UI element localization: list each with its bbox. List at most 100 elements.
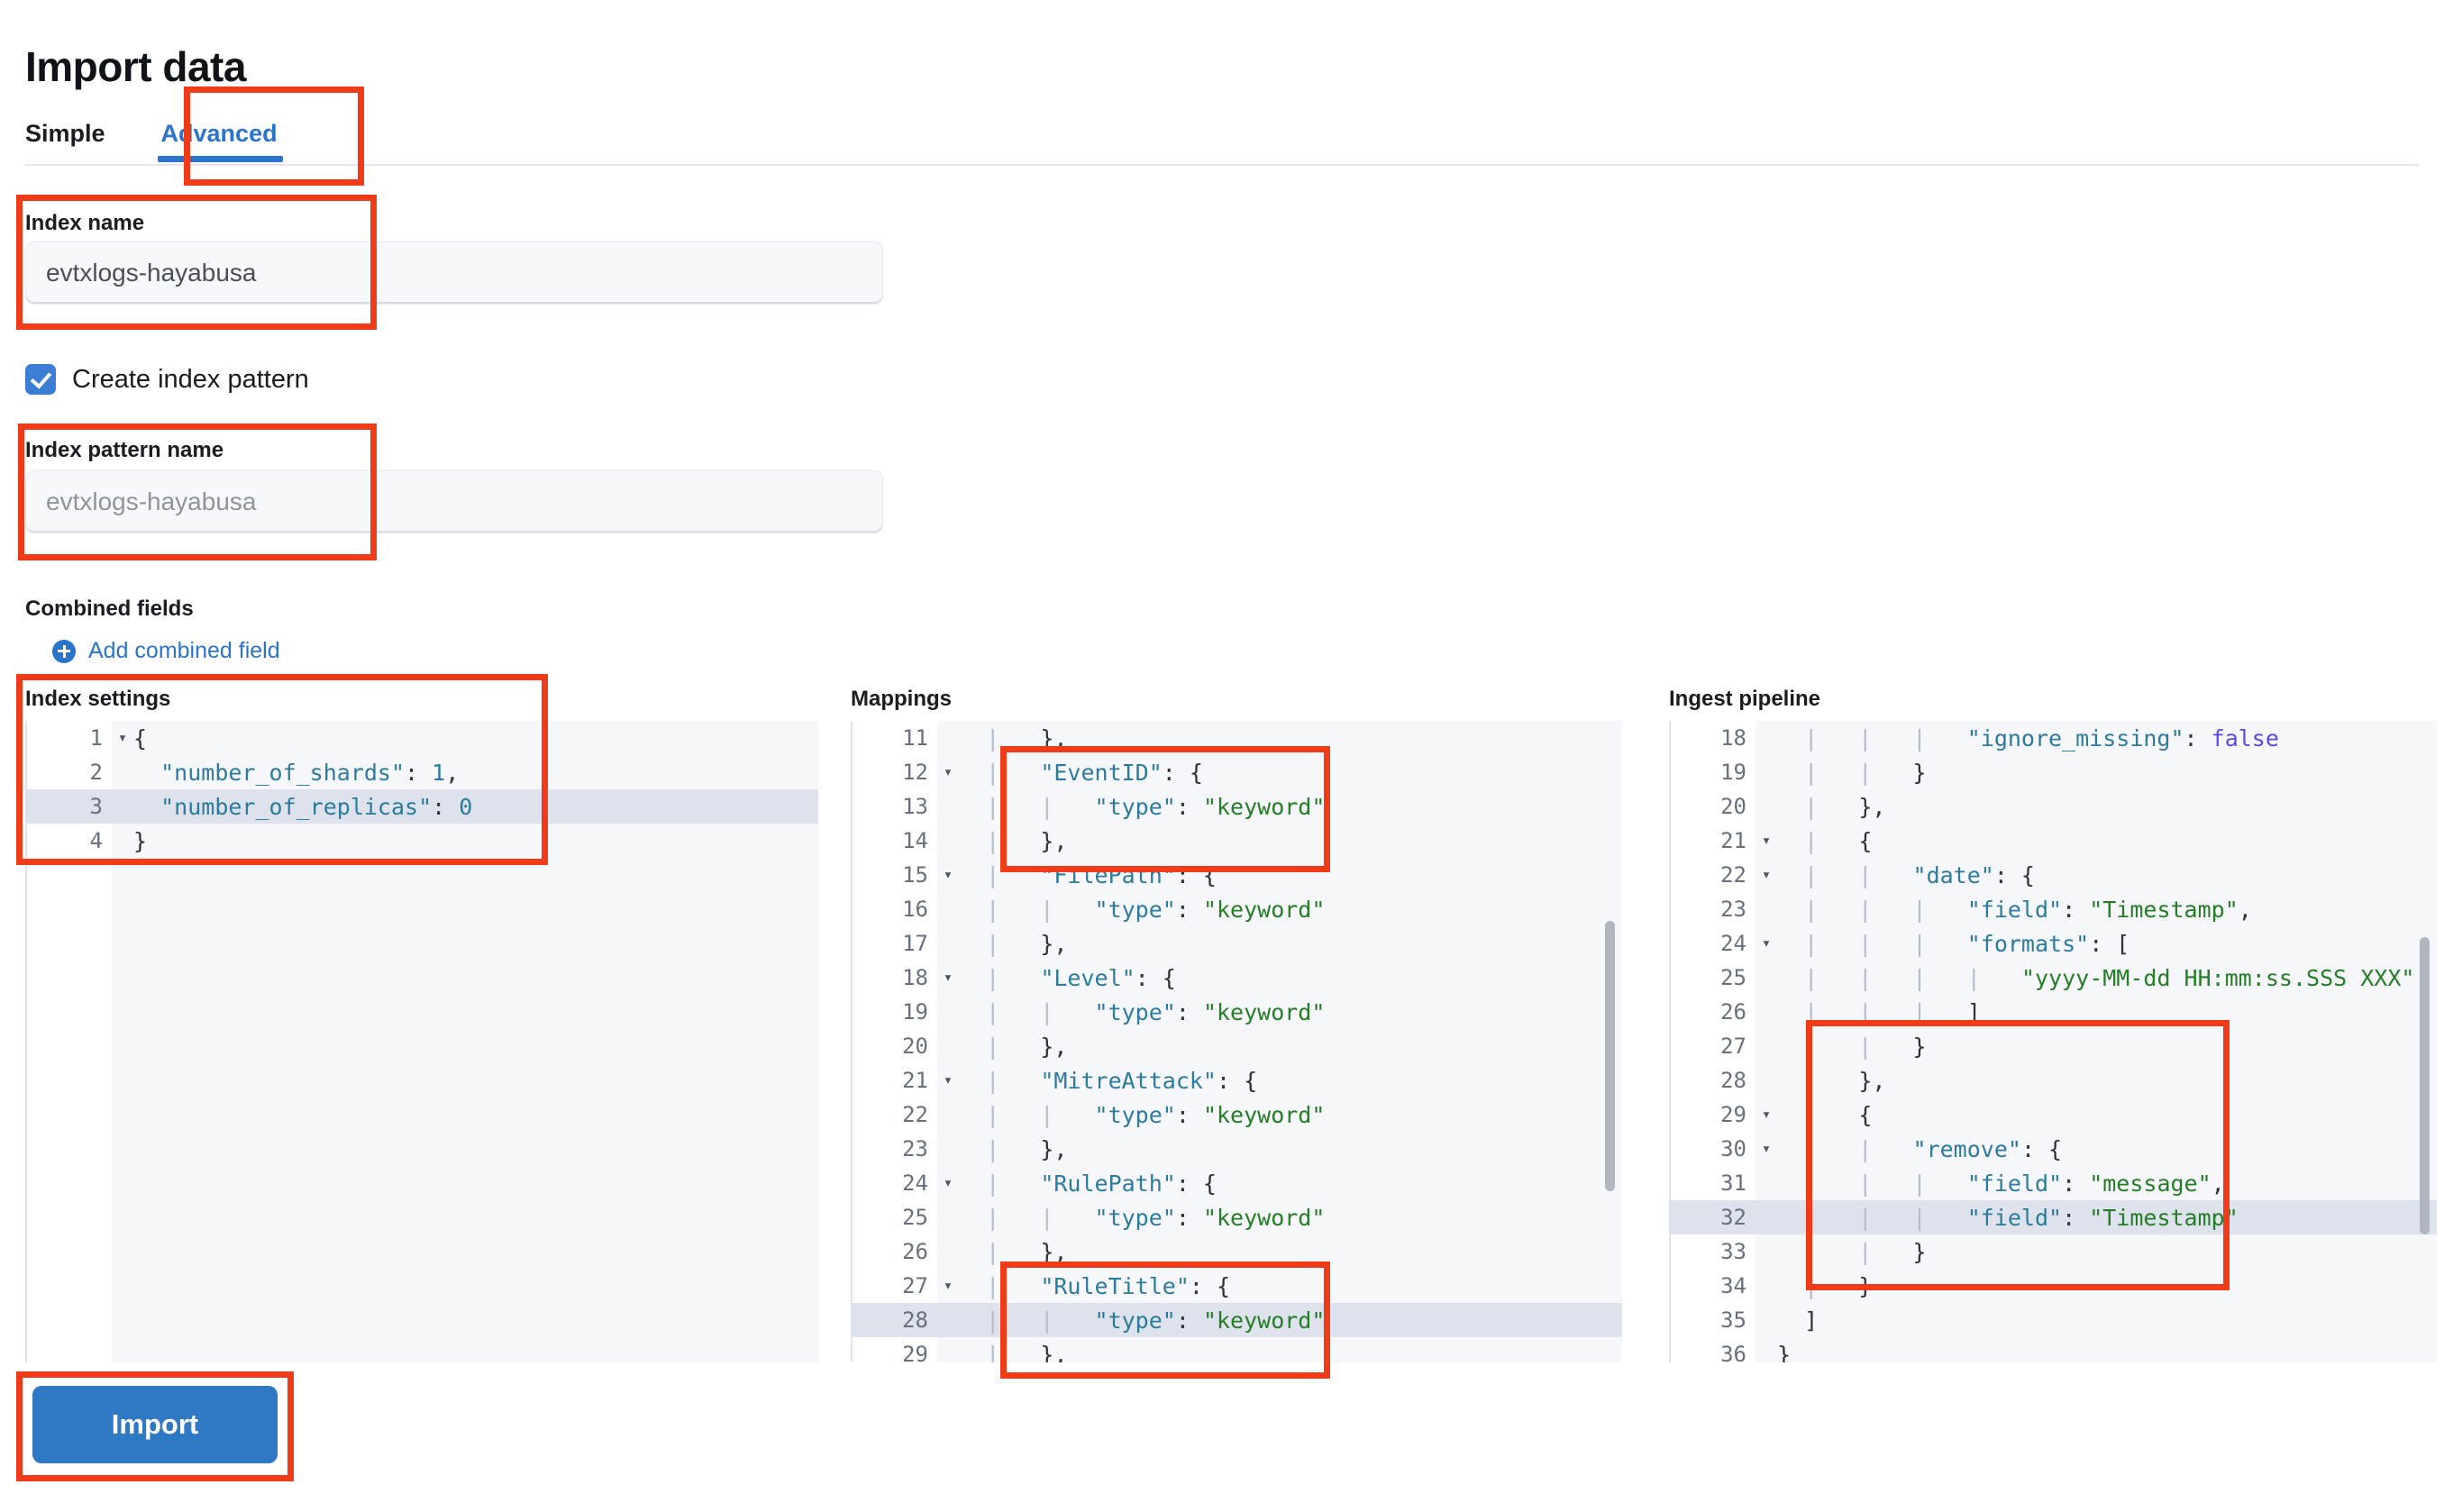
code-text: | | "type": "keyword"	[959, 896, 1326, 923]
import-button[interactable]: Import	[32, 1386, 278, 1463]
tab-simple[interactable]: Simple	[25, 120, 105, 147]
mappings-editor[interactable]: 11 | },12▾ | "EventID": {13 | | "type": …	[851, 721, 1622, 1362]
code-line[interactable]: 32 | | | "field": "Timestamp"	[1669, 1200, 2437, 1234]
tab-divider	[25, 164, 2419, 166]
code-line[interactable]: 21 ▾ | "MitreAttack": {	[851, 1063, 1622, 1098]
code-line[interactable]: 13 | | "type": "keyword"	[851, 789, 1622, 824]
line-number: 2	[89, 760, 103, 785]
code-line[interactable]: 24▾ | | | "formats": [	[1669, 926, 2437, 961]
code-line[interactable]: 22 | | "type": "keyword"	[851, 1098, 1622, 1132]
ingest-pipeline-scrollbar[interactable]	[2420, 937, 2430, 1234]
code-line[interactable]: 22▾ | | "date": {	[1669, 858, 2437, 892]
fold-arrow-icon[interactable]: ▾	[1761, 1140, 1772, 1158]
code-line[interactable]: 21▾ | {	[1669, 824, 2437, 858]
code-line[interactable]: 34 | }	[1669, 1269, 2437, 1303]
line-number: 19	[902, 999, 928, 1025]
line-number: 29	[1720, 1102, 1746, 1127]
code-line[interactable]: 14 | },	[851, 824, 1622, 858]
code-text: | | | "ignore_missing": false	[1777, 724, 2279, 751]
tab-advanced[interactable]: Advanced	[143, 122, 297, 166]
code-line[interactable]: 25 | | "type": "keyword"	[851, 1200, 1622, 1234]
index-pattern-name-input[interactable]: evtxlogs-hayabusa	[25, 470, 883, 533]
code-line[interactable]: 30▾ | | "remove": {	[1669, 1132, 2437, 1166]
fold-arrow-icon[interactable]: ▾	[117, 729, 128, 747]
code-line[interactable]: 24▾ | "RulePath": {	[851, 1166, 1622, 1200]
code-line[interactable]: 36}	[1669, 1337, 2437, 1363]
line-number: 20	[902, 1034, 928, 1059]
fold-arrow-icon[interactable]: ▾	[1761, 866, 1772, 884]
line-number: 19	[1720, 760, 1746, 785]
code-line[interactable]: 27 | | }	[1669, 1029, 2437, 1063]
code-line[interactable]: 20 | },	[851, 1029, 1622, 1063]
code-text: | | | ]	[1777, 998, 1981, 1025]
code-text: "number_of_replicas": 0	[160, 793, 473, 820]
code-line[interactable]: 3 "number_of_replicas": 0	[25, 789, 818, 824]
code-line[interactable]: 27▾ | "RuleTitle": {	[851, 1269, 1622, 1303]
fold-arrow-icon[interactable]: ▾	[943, 866, 953, 884]
code-line[interactable]: 29 | },	[851, 1337, 1622, 1363]
fold-arrow-icon[interactable]: ▾	[1761, 934, 1772, 952]
code-text: | {	[1777, 1101, 1873, 1128]
fold-arrow-icon[interactable]: ▾	[1761, 1106, 1772, 1124]
index-name-input[interactable]: evtxlogs-hayabusa	[25, 241, 883, 305]
code-line[interactable]: 28 | },	[1669, 1063, 2437, 1098]
line-number: 12	[902, 760, 928, 785]
code-line[interactable]: 12▾ | "EventID": {	[851, 755, 1622, 789]
mappings-scrollbar[interactable]	[1605, 921, 1615, 1191]
code-line[interactable]: 25 | | | | "yyyy-MM-dd HH:mm:ss.SSS XXX"	[1669, 961, 2437, 995]
code-line[interactable]: 16 | | "type": "keyword"	[851, 892, 1622, 926]
fold-arrow-icon[interactable]: ▾	[943, 1071, 953, 1089]
code-line[interactable]: 31 | | | "field": "message",	[1669, 1166, 2437, 1200]
add-combined-field-button[interactable]: Add combined field	[52, 638, 280, 664]
code-line[interactable]: 29 ▾ | {	[1669, 1098, 2437, 1132]
line-number: 21	[902, 1068, 928, 1093]
fold-arrow-icon[interactable]: ▾	[943, 969, 953, 987]
line-number: 17	[902, 931, 928, 956]
code-line[interactable]: 18▾ | "Level": {	[851, 961, 1622, 995]
code-line[interactable]: 19 | | }	[1669, 755, 2437, 789]
code-text: | "RulePath": {	[959, 1170, 1217, 1197]
fold-arrow-icon[interactable]: ▾	[943, 1174, 953, 1192]
code-text: | },	[959, 1341, 1068, 1363]
code-line[interactable]: 35 ]	[1669, 1303, 2437, 1337]
code-line[interactable]: 17 | },	[851, 926, 1622, 961]
code-line[interactable]: 4}	[25, 824, 818, 858]
line-number: 22	[902, 1102, 928, 1127]
code-line[interactable]: 2 "number_of_shards": 1,	[25, 755, 818, 789]
line-number: 13	[902, 794, 928, 819]
code-text: | | }	[1777, 1238, 1927, 1265]
add-combined-field-label: Add combined field	[88, 638, 280, 663]
index-pattern-name-label: Index pattern name	[25, 438, 224, 462]
code-text: | "Level": {	[959, 964, 1176, 991]
code-line[interactable]: 33 | | }	[1669, 1234, 2437, 1269]
fold-arrow-icon[interactable]: ▾	[943, 1277, 953, 1295]
mappings-code[interactable]: 11 | },12▾ | "EventID": {13 | | "type": …	[851, 721, 1622, 1362]
line-number: 14	[902, 828, 928, 853]
code-text: | },	[959, 1033, 1068, 1060]
code-line[interactable]: 19 | | "type": "keyword"	[851, 995, 1622, 1029]
line-number: 26	[1720, 999, 1746, 1025]
create-index-pattern-checkbox-row[interactable]: Create index pattern	[25, 364, 309, 395]
line-number: 31	[1720, 1170, 1746, 1196]
code-line[interactable]: 1▾{	[25, 721, 818, 755]
code-line[interactable]: 15▾ | "FilePath": {	[851, 858, 1622, 892]
index-settings-editor[interactable]: 1▾{2 "number_of_shards": 1,3 "number_of_…	[25, 721, 818, 1362]
fold-arrow-icon[interactable]: ▾	[1761, 832, 1772, 850]
fold-arrow-icon[interactable]: ▾	[943, 763, 953, 781]
checkmark-icon[interactable]	[25, 364, 56, 395]
code-line[interactable]: 20 | },	[1669, 789, 2437, 824]
code-line[interactable]: 18 | | | "ignore_missing": false	[1669, 721, 2437, 755]
line-number: 15	[902, 862, 928, 888]
line-number: 1	[89, 725, 103, 751]
code-text: | "RuleTitle": {	[959, 1272, 1231, 1299]
code-line[interactable]: 23 | | | "field": "Timestamp",	[1669, 892, 2437, 926]
code-line[interactable]: 11 | },	[851, 721, 1622, 755]
code-line[interactable]: 28 | | "type": "keyword"	[851, 1303, 1622, 1337]
code-line[interactable]: 23 | },	[851, 1132, 1622, 1166]
code-line[interactable]: 26 | | | ]	[1669, 995, 2437, 1029]
code-text: | "MitreAttack": {	[959, 1067, 1258, 1094]
index-settings-code[interactable]: 1▾{2 "number_of_shards": 1,3 "number_of_…	[25, 721, 818, 858]
code-line[interactable]: 26 | },	[851, 1234, 1622, 1269]
